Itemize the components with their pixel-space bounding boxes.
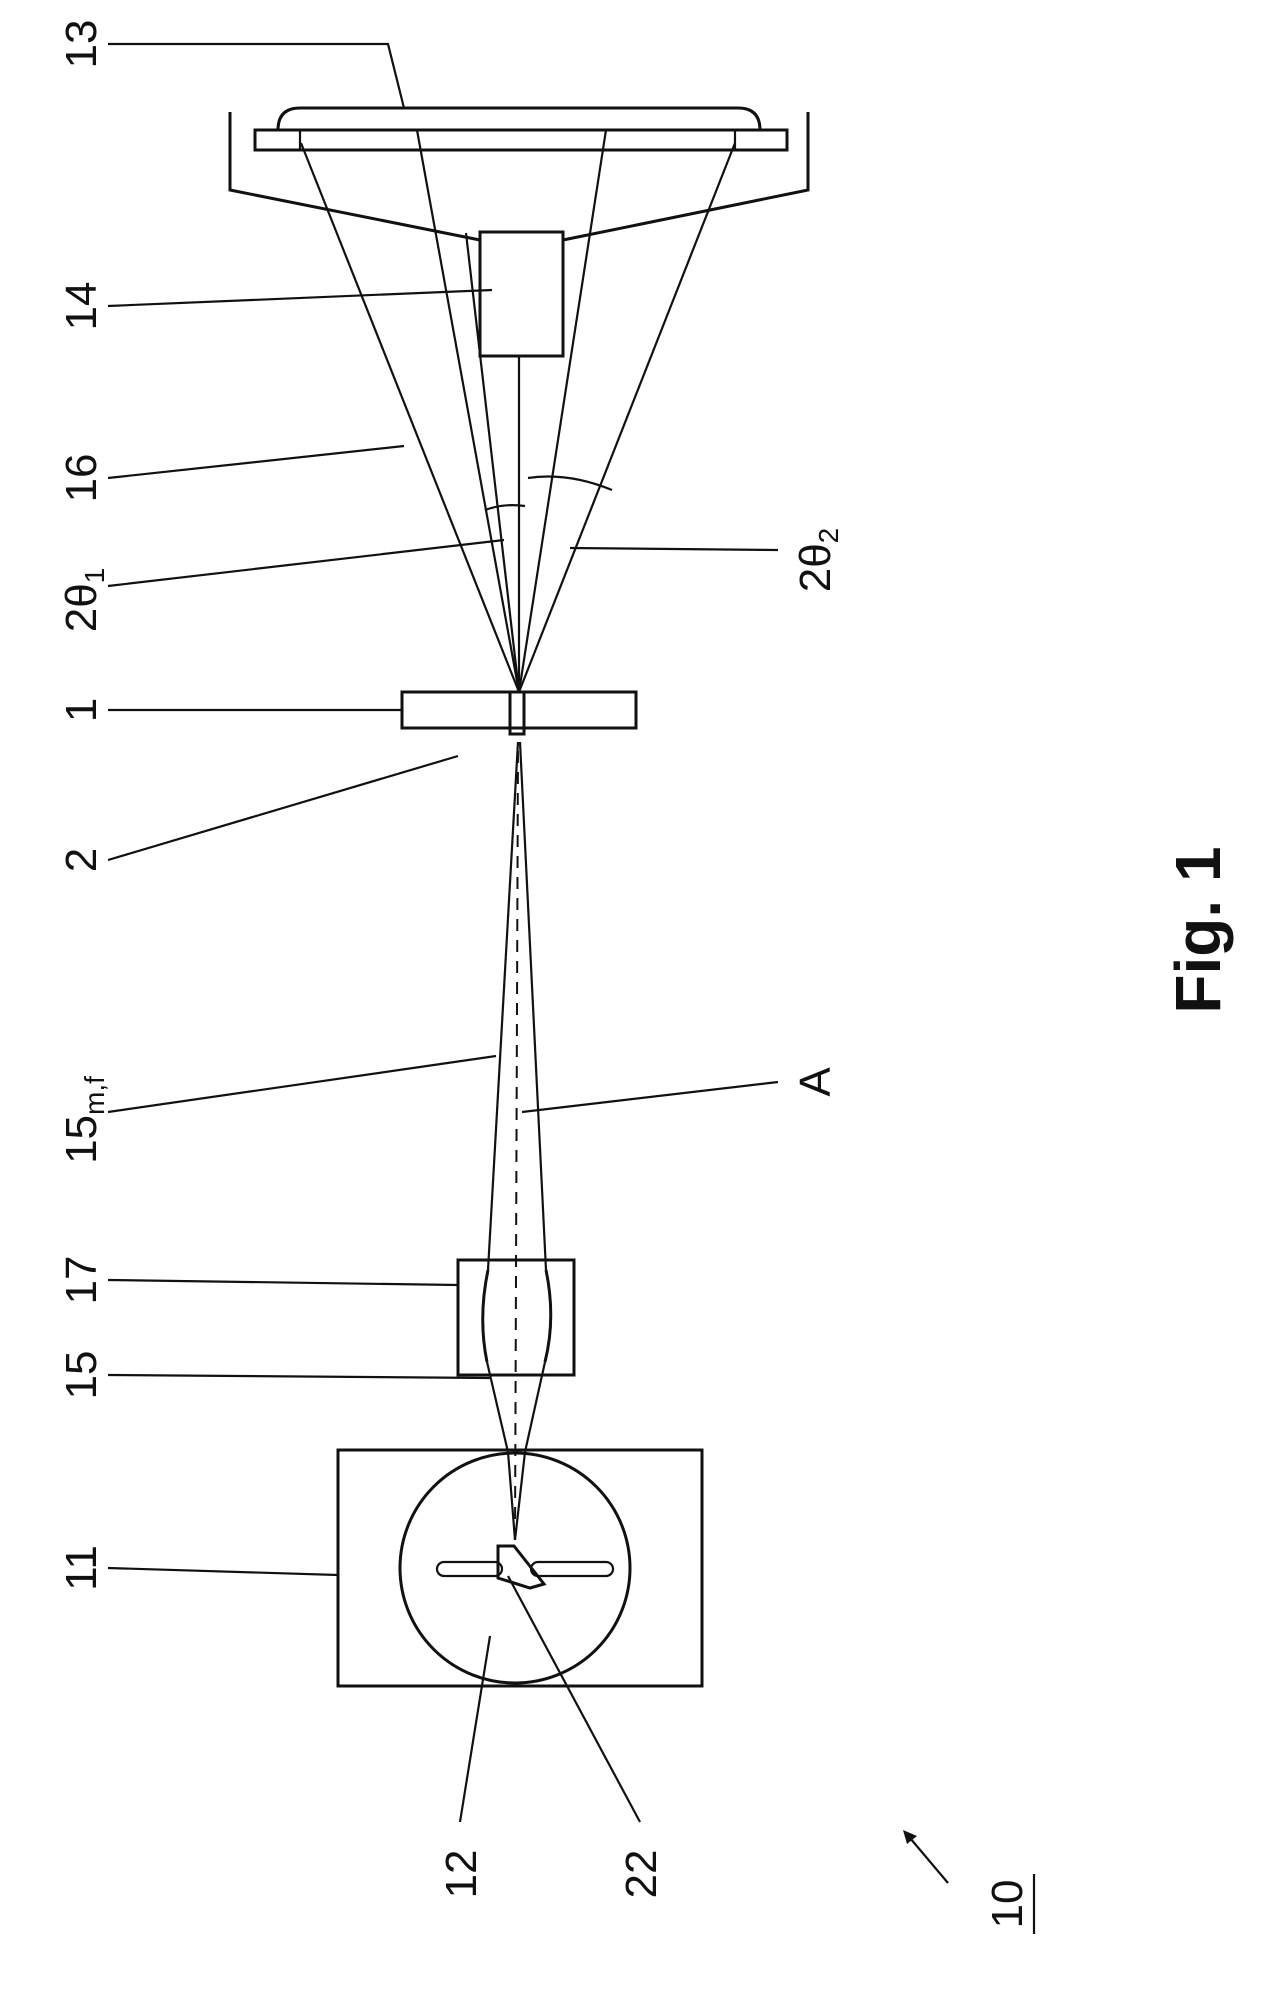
label-1: 1 — [57, 698, 106, 722]
detector-13 — [255, 130, 787, 150]
leader-11 — [108, 1568, 338, 1575]
anode-bar-right — [531, 1562, 613, 1576]
label-A: A — [791, 1067, 840, 1097]
beam-15-right-lower — [515, 1452, 525, 1540]
target-22 — [498, 1546, 544, 1588]
leader-2 — [108, 756, 458, 860]
label-2theta1: 2θ1 — [57, 568, 110, 633]
anode-bar-left — [437, 1562, 502, 1576]
labels: 13 14 16 2θ1 1 2 15m,f 17 15 11 12 22 10… — [57, 20, 1234, 1934]
label-12: 12 — [437, 1850, 486, 1899]
label-2theta2: 2θ2 — [791, 528, 844, 593]
label-10: 10 — [983, 1880, 1032, 1929]
leader-15 — [108, 1375, 490, 1378]
detector-window — [278, 108, 760, 130]
label-15: 15 — [57, 1351, 106, 1400]
label-14: 14 — [57, 282, 106, 331]
arrow-10-head — [903, 1830, 917, 1844]
leader-lines — [108, 44, 778, 1822]
source-housing-11 — [338, 1450, 702, 1686]
sample-holder-1 — [402, 692, 636, 728]
beam-15mf-left — [488, 742, 518, 1270]
leader-A — [522, 1082, 778, 1112]
beam-axis-A — [515, 742, 518, 1540]
figure-caption: Fig. 1 — [1162, 846, 1234, 1013]
label-2: 2 — [57, 848, 106, 872]
mirror-right — [545, 1270, 551, 1362]
leader-2theta1 — [108, 540, 504, 586]
leader-15mf — [108, 1056, 496, 1112]
diffracted-beam — [519, 130, 606, 692]
beam-stop-14 — [480, 232, 563, 356]
beam-15-left-lower — [508, 1452, 515, 1540]
label-16: 16 — [57, 454, 106, 503]
label-13: 13 — [57, 20, 106, 69]
label-22: 22 — [617, 1850, 666, 1899]
label-15mf: 15m,f — [57, 1076, 110, 1164]
diffracted-beam — [417, 130, 519, 692]
arrow-10-shaft — [910, 1838, 948, 1883]
mirror-left — [483, 1270, 488, 1362]
label-11: 11 — [57, 1545, 106, 1591]
leader-14 — [108, 290, 492, 306]
beam-15mf-right — [520, 742, 546, 1270]
leader-2theta2 — [570, 548, 778, 550]
leader-13 — [108, 44, 404, 108]
diffracted-beam — [519, 143, 735, 692]
leader-12 — [460, 1636, 490, 1822]
label-17: 17 — [57, 1256, 106, 1305]
leader-17 — [108, 1280, 458, 1285]
leader-16 — [108, 446, 404, 478]
